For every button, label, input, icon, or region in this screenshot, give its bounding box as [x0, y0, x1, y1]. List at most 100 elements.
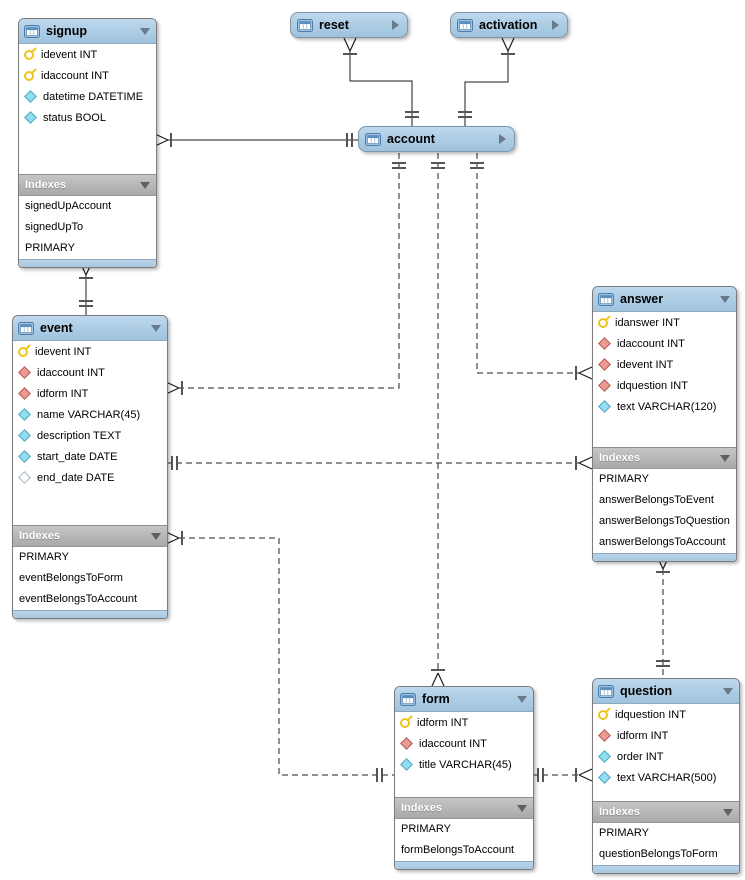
column-row[interactable]: text VARCHAR(500) [593, 767, 739, 788]
index-row[interactable]: questionBelongsToForm [599, 848, 718, 860]
column-row[interactable]: idaccount INT [593, 333, 736, 354]
column-row[interactable]: idquestion INT [593, 704, 739, 725]
table-signup-header[interactable]: signup [19, 19, 156, 44]
primary-key-icon [595, 707, 611, 722]
index-row[interactable]: PRIMARY [599, 827, 649, 839]
column-row[interactable]: end_date DATE [13, 467, 167, 488]
table-event-header[interactable]: event [13, 316, 167, 341]
table-activation[interactable]: activation [450, 12, 568, 38]
relation-signup-event[interactable] [79, 261, 93, 315]
index-list: PRIMARY questionBelongsToForm [593, 823, 739, 865]
collapse-arrow-icon[interactable] [723, 808, 733, 816]
table-footer [19, 259, 156, 267]
relation-answer-question[interactable] [656, 555, 670, 678]
primary-key-icon [397, 715, 413, 730]
table-title: form [422, 692, 450, 706]
column-label: start_date DATE [37, 450, 118, 463]
index-row[interactable]: formBelongsToAccount [401, 844, 515, 856]
index-row[interactable]: eventBelongsToForm [19, 572, 123, 584]
column-row[interactable]: order INT [593, 746, 739, 767]
column-row[interactable]: idquestion INT [593, 375, 736, 396]
column-label: idevent INT [41, 48, 98, 61]
column-row[interactable]: datetime DATETIME [19, 86, 156, 107]
table-form-header[interactable]: form [395, 687, 533, 712]
relation-account-form[interactable] [431, 153, 445, 687]
index-row[interactable]: answerBelongsToQuestion [599, 515, 730, 527]
index-row[interactable]: answerBelongsToAccount [599, 536, 726, 548]
table-answer-header[interactable]: answer [593, 287, 736, 312]
column-row[interactable]: status BOOL [19, 107, 156, 128]
collapse-arrow-icon[interactable] [140, 27, 150, 35]
column-row[interactable]: idevent INT [593, 354, 736, 375]
index-row[interactable]: signedUpAccount [25, 200, 112, 212]
column-row[interactable]: idaccount INT [13, 362, 167, 383]
relation-account-event[interactable] [165, 153, 406, 395]
column-row[interactable]: idaccount INT [19, 65, 156, 86]
indexes-header[interactable]: Indexes [19, 174, 156, 196]
expand-arrow-icon[interactable] [392, 20, 399, 30]
table-account[interactable]: account [358, 126, 515, 152]
indexes-header[interactable]: Indexes [395, 797, 533, 819]
indexes-header[interactable]: Indexes [593, 801, 739, 823]
table-event[interactable]: event idevent INT idaccount INT idform INT… [12, 315, 168, 619]
indexes-header[interactable]: Indexes [13, 525, 167, 547]
index-row[interactable]: PRIMARY [401, 823, 451, 835]
expand-arrow-icon[interactable] [499, 134, 506, 144]
relation-activation-account[interactable] [458, 37, 515, 126]
expand-arrow-icon[interactable] [552, 20, 559, 30]
table-title: answer [620, 292, 664, 306]
collapse-arrow-icon[interactable] [517, 695, 527, 703]
table-icon [365, 132, 381, 146]
table-question[interactable]: question idquestion INT idform INT order I… [592, 678, 740, 874]
index-list: PRIMARY eventBelongsToForm eventBelongsToA… [13, 547, 167, 610]
table-footer [395, 861, 533, 869]
index-row[interactable]: answerBelongsToEvent [599, 494, 714, 506]
column-row[interactable]: idform INT [13, 383, 167, 404]
table-reset[interactable]: reset [290, 12, 408, 38]
column-label: idaccount INT [37, 366, 105, 379]
collapse-arrow-icon[interactable] [151, 324, 161, 332]
indexes-header[interactable]: Indexes [593, 447, 736, 469]
index-row[interactable]: PRIMARY [25, 242, 75, 254]
relation-reset-account[interactable] [343, 37, 419, 126]
column-label: title VARCHAR(45) [419, 758, 512, 771]
column-row[interactable]: text VARCHAR(120) [593, 396, 736, 417]
table-question-header[interactable]: question [593, 679, 739, 704]
relation-form-question[interactable] [532, 768, 593, 782]
foreign-key-icon [18, 366, 31, 379]
collapse-arrow-icon[interactable] [151, 532, 161, 540]
index-row[interactable]: PRIMARY [19, 551, 69, 563]
column-row[interactable]: idevent INT [19, 44, 156, 65]
relation-account-answer[interactable] [470, 153, 593, 380]
column-row[interactable]: idform INT [593, 725, 739, 746]
column-label: order INT [617, 750, 664, 763]
column-label: idform INT [37, 387, 89, 400]
column-row[interactable]: idevent INT [13, 341, 167, 362]
relation-event-answer[interactable] [166, 456, 593, 470]
column-row[interactable]: idform INT [395, 712, 533, 733]
collapse-arrow-icon[interactable] [723, 687, 733, 695]
column-row[interactable]: start_date DATE [13, 446, 167, 467]
index-row[interactable]: eventBelongsToAccount [19, 593, 138, 605]
column-label: end_date DATE [37, 471, 115, 484]
collapse-arrow-icon[interactable] [140, 181, 150, 189]
collapse-arrow-icon[interactable] [517, 804, 527, 812]
column-row[interactable]: title VARCHAR(45) [395, 754, 533, 775]
column-label: idform INT [617, 729, 669, 742]
collapse-arrow-icon[interactable] [720, 295, 730, 303]
column-row[interactable]: description TEXT [13, 425, 167, 446]
collapse-arrow-icon[interactable] [720, 454, 730, 462]
index-row[interactable]: signedUpTo [25, 221, 84, 233]
relation-event-form[interactable] [165, 531, 394, 782]
column-row[interactable]: name VARCHAR(45) [13, 404, 167, 425]
column-list: idevent INT idaccount INT idform INT name V… [13, 341, 167, 525]
column-row[interactable]: idaccount INT [395, 733, 533, 754]
index-row[interactable]: PRIMARY [599, 473, 649, 485]
column-row[interactable]: idanswer INT [593, 312, 736, 333]
relation-signup-account[interactable] [154, 133, 358, 147]
